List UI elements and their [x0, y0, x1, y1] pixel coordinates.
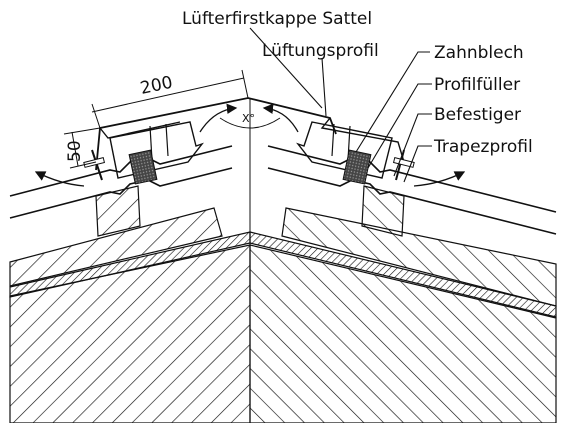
- dimension-height-label: 50: [65, 140, 85, 162]
- leader-trapezoidal-profile: [403, 145, 432, 183]
- profile-filler-left: [128, 149, 158, 185]
- leader-profile-filler: [367, 83, 432, 169]
- label-tooth-plate: Zahnblech: [434, 43, 524, 63]
- angle-arc: [219, 117, 281, 129]
- vent-profile-left: [109, 121, 204, 179]
- airflow-arrow-right-out: [413, 171, 466, 187]
- airflow-arrow-left-in: [199, 103, 238, 133]
- label-fastener: Befestiger: [434, 105, 521, 125]
- leader-lines: [249, 27, 432, 183]
- leader-fastener: [393, 113, 432, 177]
- trapezoid-sheet-right: [267, 145, 557, 235]
- dimension-height: [63, 127, 101, 169]
- trapezoid-sheet-left: [9, 145, 233, 219]
- airflow-arrow-left-out: [34, 171, 85, 187]
- angle-label: X°: [242, 112, 255, 125]
- label-ridge-cap: Lüfterfirstkappe Sattel: [182, 9, 372, 29]
- airflow-arrow-right-in: [262, 103, 299, 133]
- label-vent-profile: Lüftungsprofil: [262, 41, 379, 61]
- board-right: [281, 207, 557, 307]
- profile-filler-right: [342, 149, 372, 185]
- leader-ridge-cap: [249, 27, 323, 109]
- board-left: [9, 207, 223, 287]
- leader-vent-profile: [321, 57, 327, 117]
- label-trapezoidal-profile: Trapezprofil: [433, 137, 533, 157]
- label-profile-filler: Profilfüller: [434, 75, 520, 95]
- dimension-width: [91, 69, 249, 129]
- rafter-left: [9, 244, 251, 423]
- leader-tooth-plate: [355, 51, 430, 153]
